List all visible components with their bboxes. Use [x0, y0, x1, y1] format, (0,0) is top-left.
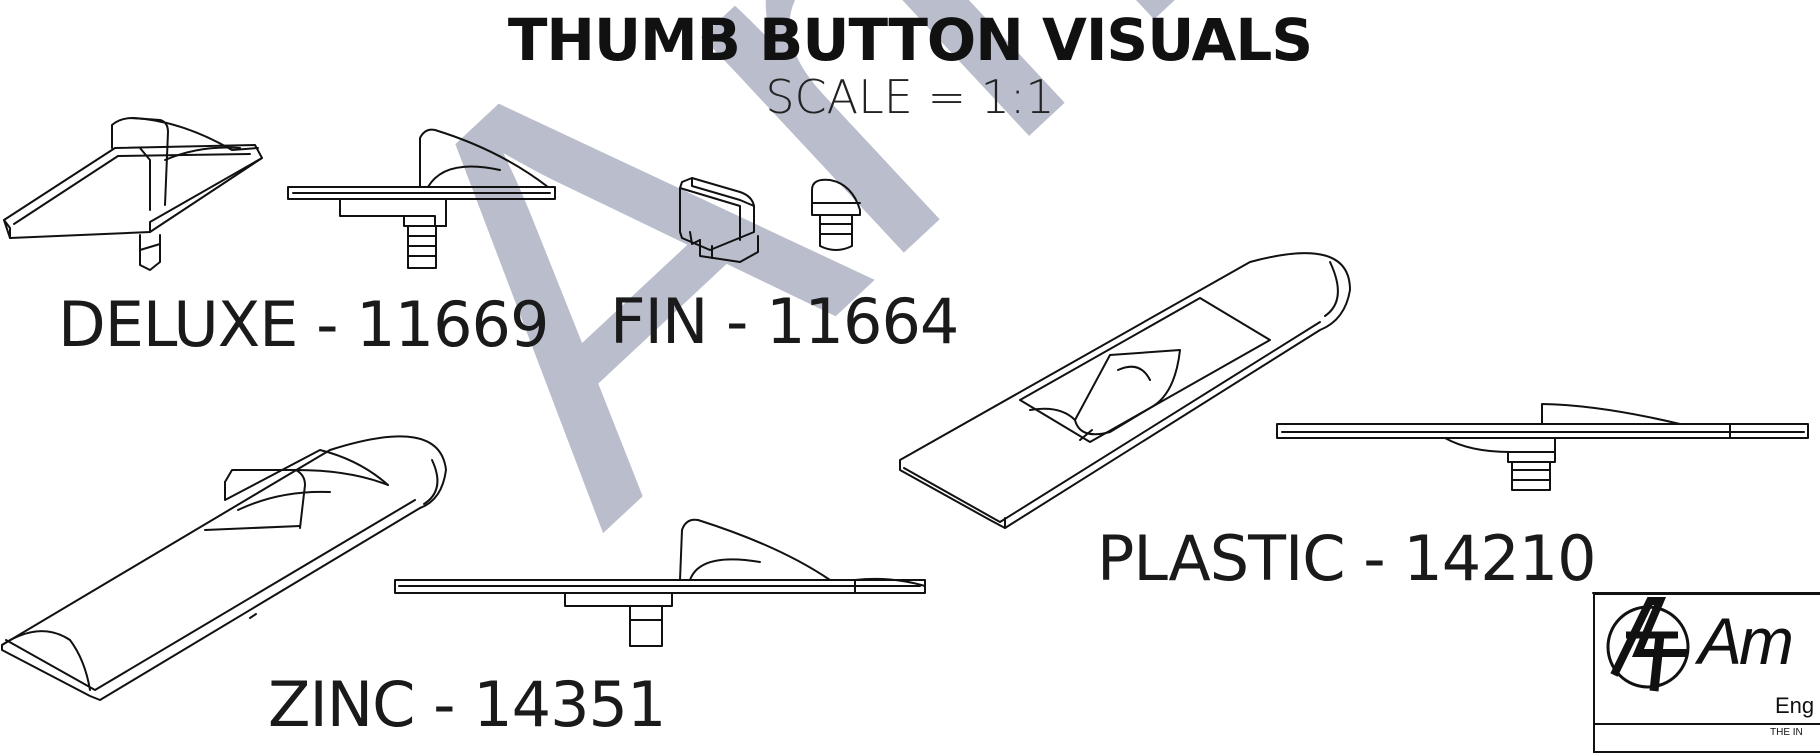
title-block-divider — [1595, 723, 1820, 725]
deluxe-isometric-view — [3, 117, 263, 271]
deluxe-side-view — [287, 128, 556, 269]
fin-label: FIN - 11664 — [610, 285, 959, 358]
deluxe-label: DELUXE - 11669 — [58, 288, 549, 361]
zinc-side-view — [394, 518, 926, 647]
plastic-isometric-view — [899, 252, 1351, 529]
company-subtitle: Eng — [1775, 693, 1815, 718]
fin-side-view — [811, 178, 861, 251]
company-logo — [1606, 597, 1690, 692]
page-title: THUMB BUTTON VISUALS — [507, 6, 1313, 74]
company-name: Am — [1698, 604, 1794, 678]
title-block: Am Eng THE IN — [1593, 593, 1820, 753]
title-block-fine-print: THE IN — [1770, 727, 1803, 738]
zinc-label: ZINC - 14351 — [268, 668, 666, 741]
zinc-isometric-view — [1, 435, 447, 701]
scale-note: SCALE = 1:1 — [765, 70, 1055, 124]
plastic-side-view — [1276, 403, 1809, 491]
plastic-label: PLASTIC - 14210 — [1097, 522, 1597, 595]
fin-isometric-view — [679, 177, 759, 263]
